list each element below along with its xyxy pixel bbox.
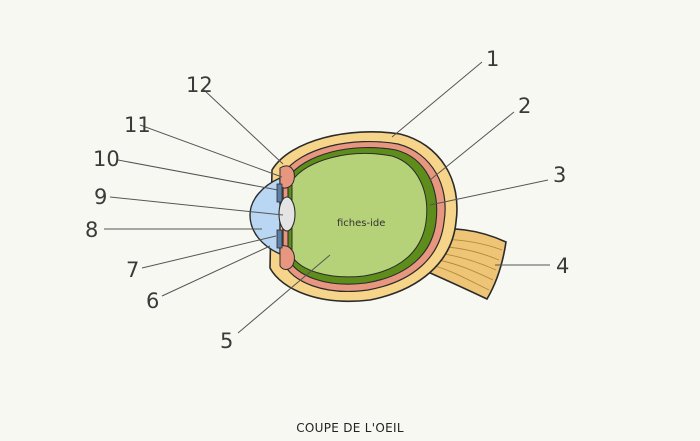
leader-line-11 bbox=[139, 124, 283, 178]
label-11: 11 bbox=[124, 113, 151, 137]
ciliary-body-top bbox=[279, 165, 295, 189]
leader-line-1 bbox=[391, 61, 483, 138]
label-6: 6 bbox=[146, 289, 159, 313]
iris-top bbox=[276, 183, 283, 203]
leader-line-2 bbox=[429, 111, 515, 181]
label-12: 12 bbox=[186, 73, 213, 97]
label-3: 3 bbox=[553, 163, 566, 187]
leader-lines bbox=[104, 61, 550, 334]
vitreous-body bbox=[291, 153, 428, 278]
label-4: 4 bbox=[556, 254, 569, 278]
leader-line-12 bbox=[203, 89, 284, 165]
lens bbox=[278, 196, 296, 232]
diagram-title: COUPE DE L'OEIL bbox=[296, 421, 404, 435]
label-10: 10 bbox=[93, 147, 120, 171]
leader-line-6 bbox=[161, 245, 271, 297]
label-2: 2 bbox=[518, 94, 531, 118]
iris-bottom bbox=[276, 229, 283, 249]
leader-line-5 bbox=[237, 254, 331, 334]
label-7: 7 bbox=[126, 258, 139, 282]
ciliary-body-bottom bbox=[279, 245, 295, 270]
label-9: 9 bbox=[94, 185, 107, 209]
watermark: fiches-ide bbox=[337, 218, 385, 229]
leader-line-3 bbox=[429, 179, 549, 206]
label-1: 1 bbox=[486, 47, 499, 71]
label-5: 5 bbox=[220, 329, 233, 353]
leader-line-7 bbox=[141, 235, 277, 269]
leader-line-9 bbox=[109, 196, 284, 216]
leader-line-10 bbox=[117, 159, 279, 191]
label-8: 8 bbox=[85, 218, 98, 242]
